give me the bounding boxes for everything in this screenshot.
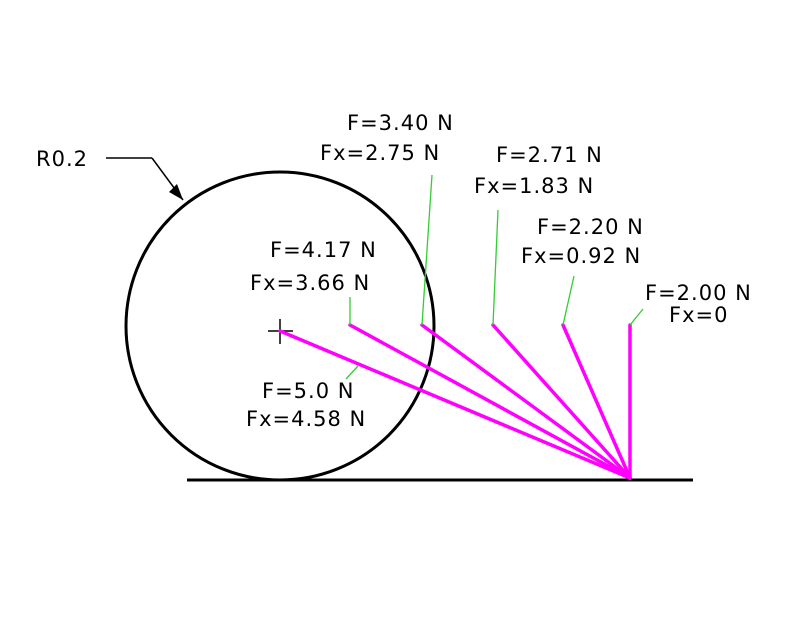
force-label-fx-0-92: Fx=0.92 N [521,244,641,268]
force-label-f-2-20: F=2.20 N [537,215,644,239]
force-lines [278,323,632,480]
force-label-f-2-71: F=2.71 N [496,143,603,167]
radius-callout [106,157,184,201]
force-line-2-71 [491,323,632,480]
force-label-fx-2-75: Fx=2.75 N [320,141,440,165]
leader-lines [345,174,644,380]
force-line-2-20 [561,323,632,480]
force-label-f-3-40: F=3.40 N [347,111,454,135]
radius-label: R0.2 [36,147,88,171]
force-line-5-0 [278,329,632,480]
force-line-4-17 [348,323,632,480]
leader-2-71 [492,209,499,326]
force-line-3-40 [420,323,632,480]
wheel-circle [124,170,436,482]
force-label-f-4-17: F=4.17 N [270,238,377,262]
leader-5-0 [345,365,359,380]
force-label-f-2-00: F=2.00 N [645,281,752,305]
radius-arrowhead [169,184,183,200]
force-label-fx-0: Fx=0 [669,303,728,327]
force-label-f-5-0: F=5.0 N [262,379,354,403]
force-label-fx-4-58: Fx=4.58 N [246,407,366,431]
leader-2-00 [629,308,644,326]
leader-3-40 [421,174,433,326]
force-label-fx-3-66: Fx=3.66 N [250,271,370,295]
leader-2-20 [562,275,575,326]
force-label-fx-1-83: Fx=1.83 N [474,174,594,198]
